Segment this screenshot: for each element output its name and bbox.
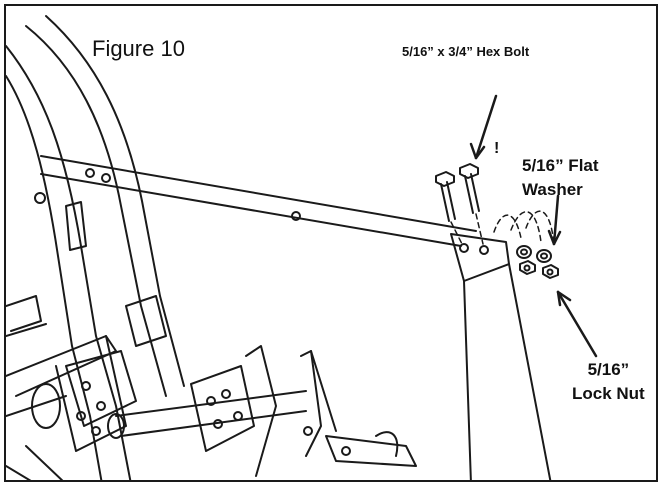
hex-bolt-label: 5/16” x 3/4” Hex Bolt bbox=[402, 44, 530, 59]
figure-title: Figure 10 bbox=[92, 36, 185, 61]
callout-arrows bbox=[469, 94, 598, 358]
hex-bolts bbox=[435, 163, 480, 222]
lock-nut-label-line1: 5/16” bbox=[587, 360, 630, 379]
lower-mechanism bbox=[6, 295, 417, 480]
exclamation-mark: ! bbox=[494, 140, 500, 157]
lock-nut-label-line2: Lock Nut bbox=[572, 384, 645, 403]
bracket-plate bbox=[450, 233, 552, 480]
lock-nut-label: 5/16” Lock Nut bbox=[572, 358, 645, 406]
flat-washer-label-line1: 5/16” Flat bbox=[522, 156, 599, 175]
tube-hardware bbox=[34, 168, 111, 251]
flat-washer-label-line2: Washer bbox=[522, 180, 583, 199]
washers-and-nuts bbox=[516, 245, 559, 279]
assembly-dashes bbox=[450, 210, 555, 247]
cross-bar bbox=[40, 155, 477, 247]
flat-washer-label: 5/16” Flat Washer bbox=[522, 154, 599, 202]
figure-frame: Figure 10 5/16” x 3/4” Hex Bolt ! 5/16” … bbox=[4, 4, 658, 482]
frame-tubes bbox=[6, 15, 185, 480]
assembly-illustration bbox=[6, 15, 598, 480]
